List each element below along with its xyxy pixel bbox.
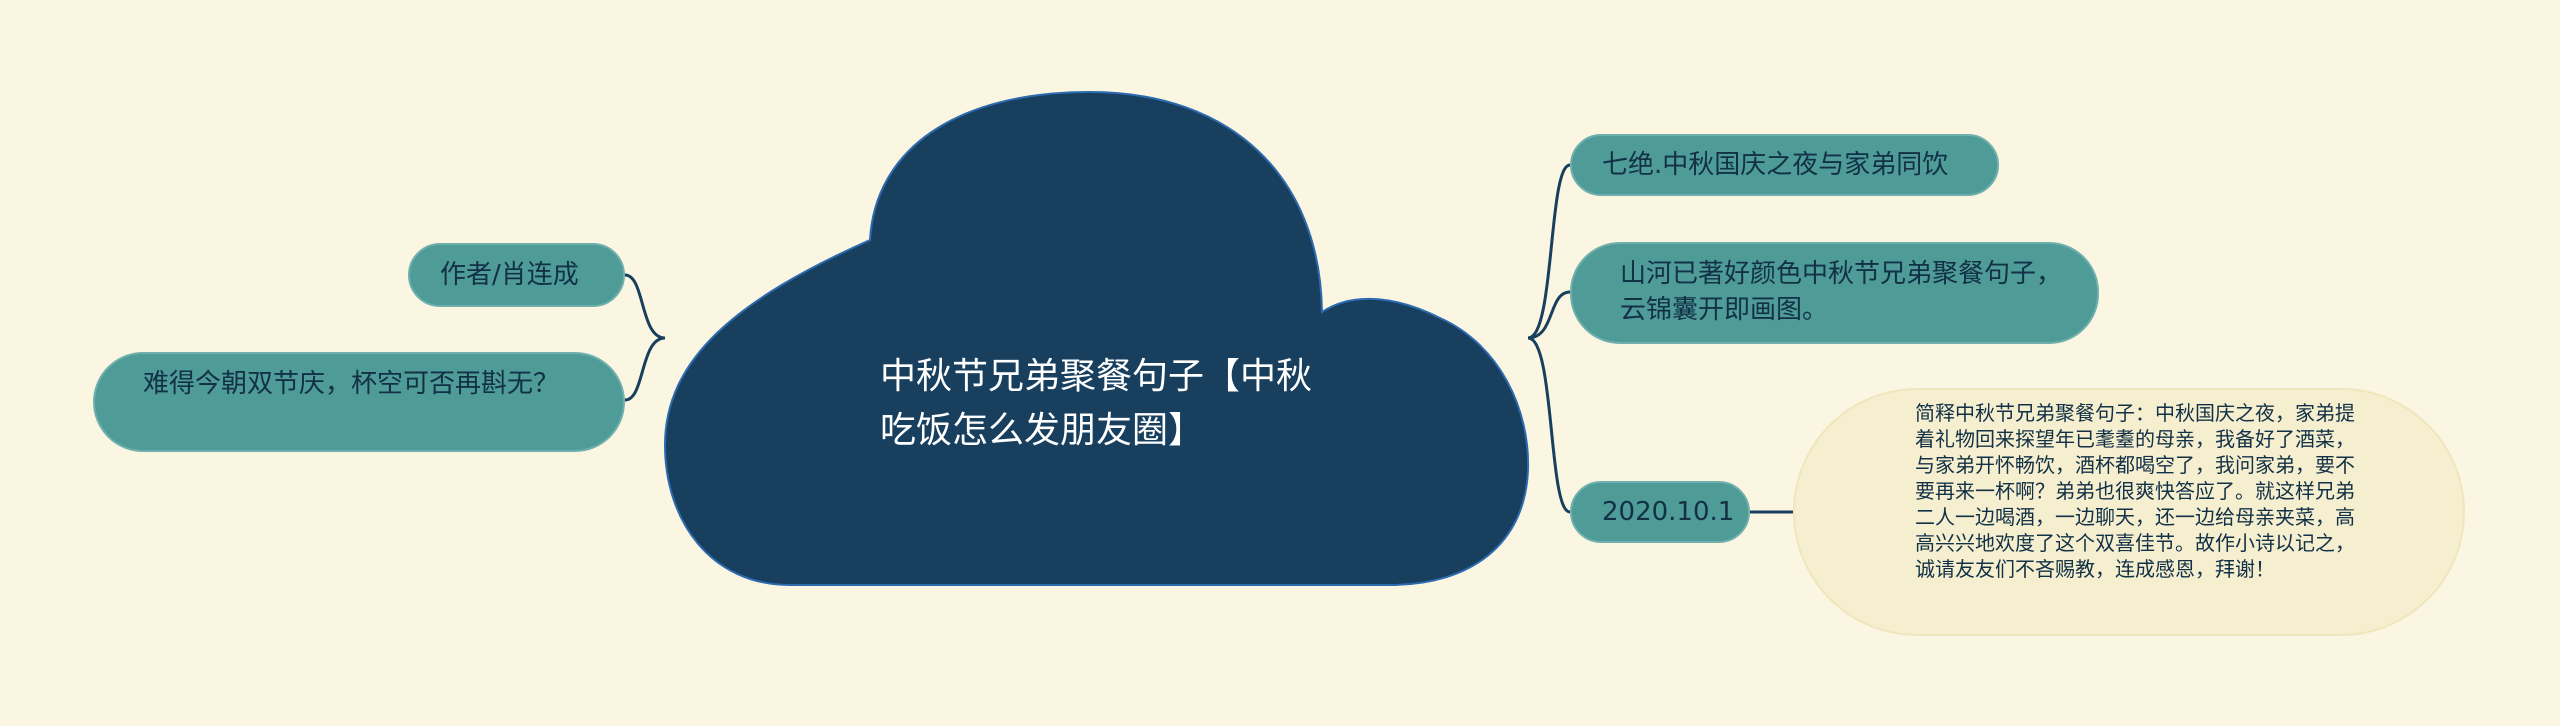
cloud-shape <box>663 90 1530 586</box>
connector-left-2 <box>624 336 666 402</box>
connector-right-3 <box>1527 336 1571 514</box>
node-author[interactable]: 作者/肖连成 <box>408 243 625 307</box>
connector-right-2 <box>1527 290 1571 340</box>
node-poem-title[interactable]: 七绝.中秋国庆之夜与家弟同饮 <box>1570 134 1999 196</box>
node-date[interactable]: 2020.10.1 <box>1570 481 1750 543</box>
connector-left-1 <box>624 273 666 340</box>
connector-right-1 <box>1527 163 1571 340</box>
node-poem-line-left[interactable]: 难得今朝双节庆，杯空可否再斟无？ <box>93 352 625 452</box>
central-topic[interactable]: 中秋节兄弟聚餐句子【中秋吃饭怎么发朋友圈】 <box>880 356 1313 451</box>
note-explanation[interactable]: 简释中秋节兄弟聚餐句子：中秋国庆之夜，家弟提着礼物回来探望年已耄耋的母亲，我备好… <box>1793 388 2465 636</box>
node-poem-line-right[interactable]: 山河已著好颜色中秋节兄弟聚餐句子，云锦囊开即画图。 <box>1570 242 2099 344</box>
